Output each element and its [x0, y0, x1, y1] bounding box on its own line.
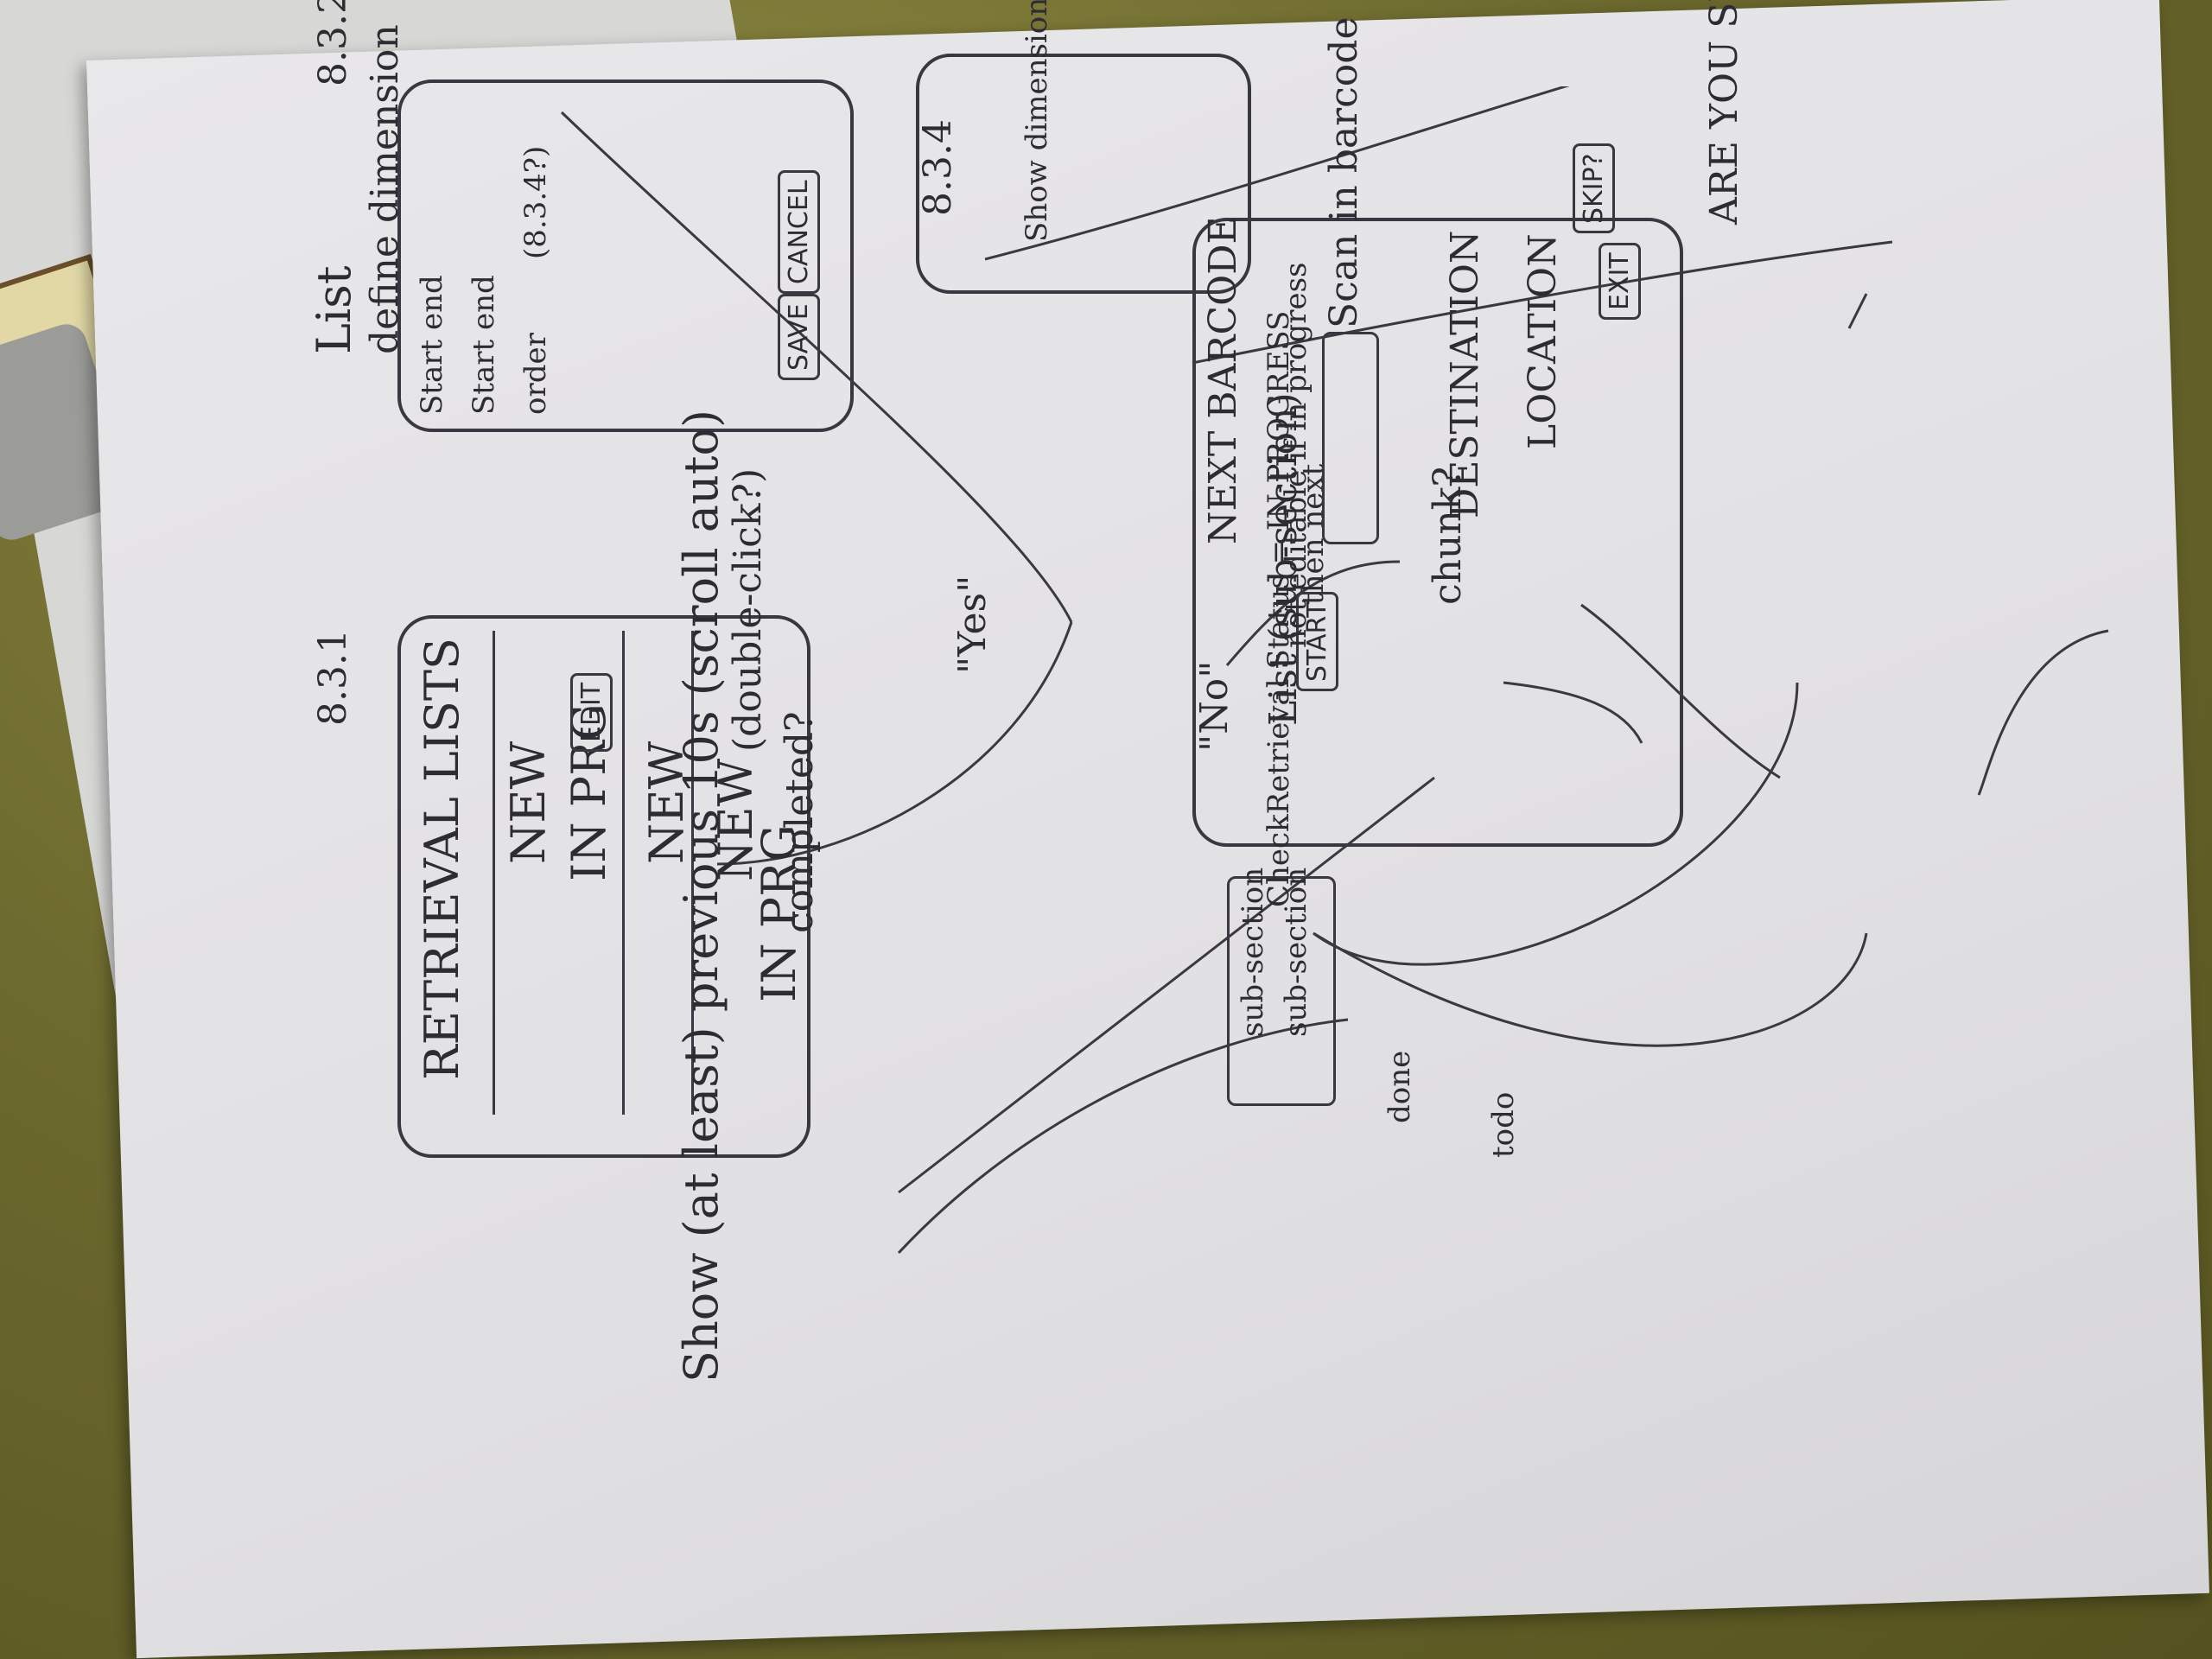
double-click-note: (double-click?)	[726, 467, 770, 752]
divider	[622, 631, 625, 1115]
completed-note: completed?	[778, 711, 822, 933]
barcode-input[interactable]	[1322, 332, 1379, 544]
exit-button[interactable]: EXIT	[1599, 243, 1641, 320]
connector-arrows	[560, 86, 2109, 1255]
todo-label: todo	[1486, 1091, 1521, 1158]
screen-8-3-2-title: List	[307, 265, 361, 354]
dimension-row-1[interactable]: Start end	[415, 275, 449, 415]
list-row-1-status[interactable]: NEW	[501, 741, 556, 864]
yes-annotation: "Yes"	[950, 575, 995, 674]
are-you-sure-note: ARE YOU SURE?	[1702, 0, 1746, 225]
dimension-row-2[interactable]: Start end	[467, 275, 501, 415]
no-annotation: "No"	[1192, 660, 1236, 752]
save-button[interactable]: SAVE	[778, 294, 820, 380]
divider	[493, 631, 495, 1115]
screen-8-3-1-id: 8.3.1	[311, 629, 355, 726]
dimension-row-order[interactable]: order	[518, 333, 553, 415]
scan-barcode-note: Scan in barcode	[1322, 16, 1366, 328]
show-dimension-label: Show dimension	[1020, 0, 1054, 242]
done-label: done	[1382, 1050, 1417, 1123]
chunk-note: chunk?	[1426, 467, 1470, 605]
skip-button[interactable]: SKIP?	[1573, 143, 1615, 233]
screen-8-3-2-id: 8.3.2	[311, 0, 355, 86]
next-barcode-label: NEXT BARCODE	[1201, 216, 1245, 544]
screen-8-3-1-title: RETRIEVAL LISTS	[415, 637, 469, 1080]
cancel-button[interactable]: CANCEL	[778, 170, 820, 294]
screen-8-3-2-subtitle: define dimension	[363, 24, 407, 354]
footer-note: Show (at least) previous 10s (scroll aut…	[674, 409, 728, 1382]
location-label: LOCATION	[1521, 233, 1565, 449]
checkretrieval-note: CheckRetrieval Status = IN-PROGRESS	[1262, 310, 1296, 907]
order-hint: (8.3.4?)	[518, 145, 553, 259]
edit-button[interactable]: EDIT	[570, 672, 613, 752]
wireframe-sketch: 8.3.1 RETRIEVAL LISTS NEW IN PRG EDIT NE…	[156, 0, 2143, 1642]
